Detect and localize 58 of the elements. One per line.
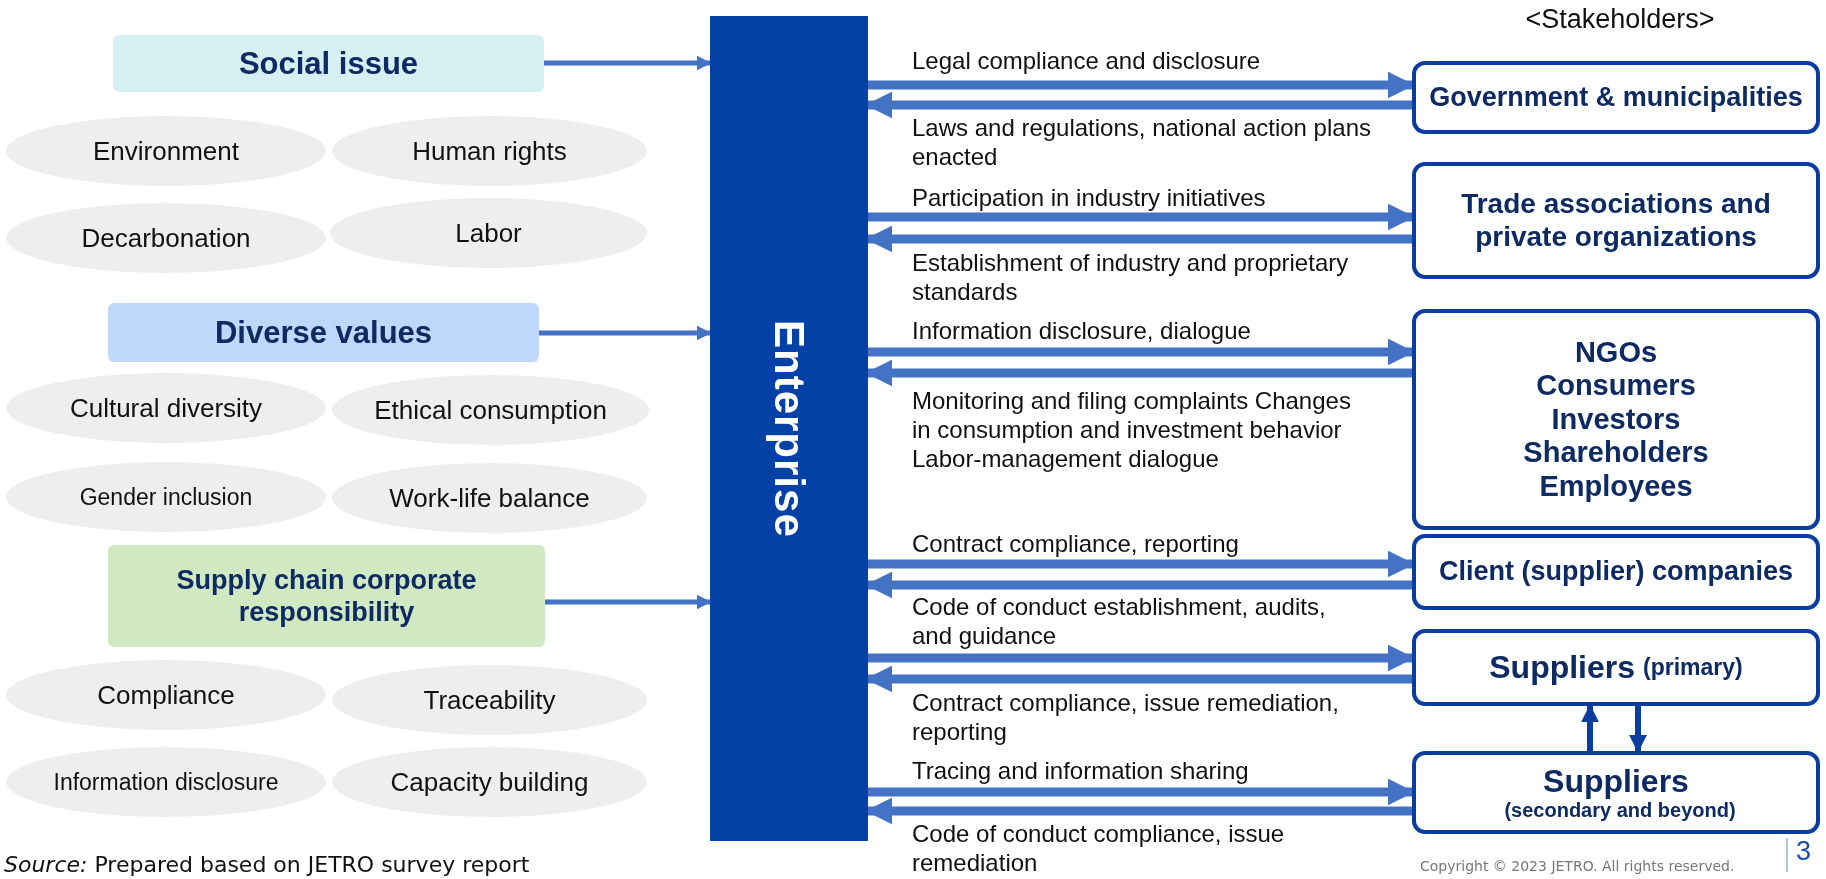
arrow [1629,706,1647,753]
stakeholder-box [1412,309,1820,530]
topic-label: Labor [455,217,522,249]
enterprise-label: Enterprise [765,319,813,538]
stakeholder-name: Client (supplier) companies [1438,556,1794,588]
stakeholder-name: Trade associations and private organizations [1460,188,1772,253]
stakeholder-name: NGOs [1574,336,1658,370]
edge-label: Information disclosure, dialogue [912,316,1252,345]
topic-label: Compliance [97,679,235,711]
edge-label: Code of conduct compliance, issue remediation [912,819,1286,877]
edge-label: Legal compliance and disclosure [912,46,1262,75]
topic-label: Work-life balance [389,482,590,514]
topic-label: Decarbonation [81,222,251,254]
stakeholder-name: Shareholders [1523,436,1709,470]
edge-label: Tracing and information sharing [912,756,1250,785]
edge-label: Contract compliance, reporting [912,529,1240,558]
copyright-note: Copyright © 2023 JETRO. All rights reserved. [1420,858,1736,874]
stakeholder-name: Employees [1539,469,1693,503]
topic-label: Human rights [412,135,567,167]
edge-label: Establishment of industry and proprietary standards [912,248,1350,306]
stakeholder-box [1412,61,1820,134]
stakeholder-name: Investors [1551,402,1681,437]
category-title: Social issue [238,44,419,83]
category-box [108,303,539,362]
page-number: 3 [1796,836,1813,867]
topic-label: Environment [93,135,239,167]
topic-label: Cultural diversity [69,392,263,424]
stakeholder-name: Suppliers [1489,649,1636,686]
enterprise-bar [710,16,868,841]
topic-label: Traceability [423,684,556,716]
stakeholder-qualifier: (primary) [1643,654,1743,681]
category-box [113,35,544,92]
source-note: Source: Prepared based on JETRO survey report [4,852,531,877]
stakeholder-box [1412,629,1820,706]
column-heading: <Stakeholders> [1524,4,1716,35]
stakeholder-box [1412,751,1820,834]
arrow [1581,704,1599,751]
stakeholder-name: Suppliers [1543,762,1689,800]
edge-label: Code of conduct establishment, audits, and guidance [912,592,1327,650]
stakeholder-qualifier: (secondary and beyond) [1504,799,1736,823]
topic-label: Gender inclusion [79,483,253,511]
topic-label: Ethical consumption [374,394,607,426]
arrow [539,325,712,341]
edge-label: Monitoring and filing complaints Changes in consumption and investment behavior Labor-management dialogue [912,386,1352,473]
category-box [108,545,545,647]
category-title: Supply chain corporate responsibility [175,563,478,629]
edge-label: Laws and regulations, national action plans enacted [912,113,1372,171]
stakeholder-box [1412,162,1820,279]
topic-label: Information disclosure [53,768,279,796]
stakeholder-box [1412,534,1820,610]
edge-label: Contract compliance, issue remediation, reporting [912,688,1340,746]
category-title: Diverse values [214,313,433,352]
stakeholder-name: Government & municipalities [1429,81,1803,113]
stakeholder-name: Consumers [1536,369,1696,403]
topic-label: Capacity building [390,766,589,798]
arrow [544,55,712,71]
edge-label: Participation in industry initiatives [912,183,1267,212]
arrow [545,594,712,610]
